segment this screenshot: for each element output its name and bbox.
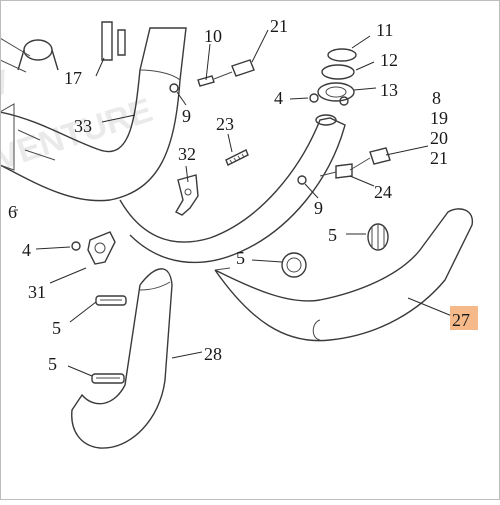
bracket-32 — [175, 174, 199, 216]
callout-11: 11 — [376, 20, 393, 40]
callout-9-upper: 9 — [182, 106, 191, 126]
stud-23 — [225, 149, 249, 166]
callout-33: 33 — [74, 116, 92, 136]
callout-23: 23 — [216, 114, 234, 134]
clamp-5-right — [367, 223, 389, 251]
callout-5-band-upper: 5 — [52, 318, 61, 338]
exhaust-pipe-27 — [214, 208, 474, 342]
oxygen-sensor-right — [297, 147, 391, 185]
clamp-ring-top-left — [0, 37, 59, 73]
callout-31: 31 — [28, 282, 46, 302]
callout-6: 6 — [8, 202, 17, 222]
callout-17: 17 — [64, 68, 82, 88]
callout-8: 8 — [432, 88, 441, 108]
callout-28: 28 — [204, 344, 222, 364]
callout-4-left: 4 — [22, 240, 31, 260]
rear-header-pipe — [119, 114, 346, 264]
highlight-27 — [450, 306, 478, 330]
callout-5-band-lower: 5 — [48, 354, 57, 374]
callout-20: 20 — [430, 128, 448, 148]
bracket-17 — [101, 21, 126, 61]
callout-19: 19 — [430, 108, 448, 128]
callout-13: 13 — [380, 80, 398, 100]
nut-9-upper — [169, 83, 179, 93]
callout-5-mid: 5 — [236, 248, 245, 268]
clamp-5-band-upper — [95, 295, 127, 306]
clamp-5-band-lower — [91, 373, 125, 384]
exhaust-pipe-28 — [71, 268, 173, 449]
callout-10: 10 — [204, 26, 222, 46]
callout-9-lower: 9 — [314, 198, 323, 218]
callout-12: 12 — [380, 50, 398, 70]
callout-21-right: 21 — [430, 148, 448, 168]
gasket-stack — [309, 48, 357, 106]
front-header-pipe-33 — [0, 27, 187, 202]
clamp-31 — [71, 231, 116, 265]
leader-lines — [14, 29, 453, 377]
callout-27: 27 — [452, 310, 470, 330]
callout-32: 32 — [178, 144, 196, 164]
callout-5-right: 5 — [328, 225, 337, 245]
oxygen-sensor-10 — [197, 59, 255, 87]
callouts: 11 10 21 12 13 17 4 8 19 20 21 33 9 23 3… — [8, 16, 470, 374]
callout-21-top: 21 — [270, 16, 288, 36]
clamp-5-mid — [281, 252, 307, 278]
callout-24: 24 — [374, 182, 392, 202]
callout-4-top: 4 — [274, 88, 283, 108]
